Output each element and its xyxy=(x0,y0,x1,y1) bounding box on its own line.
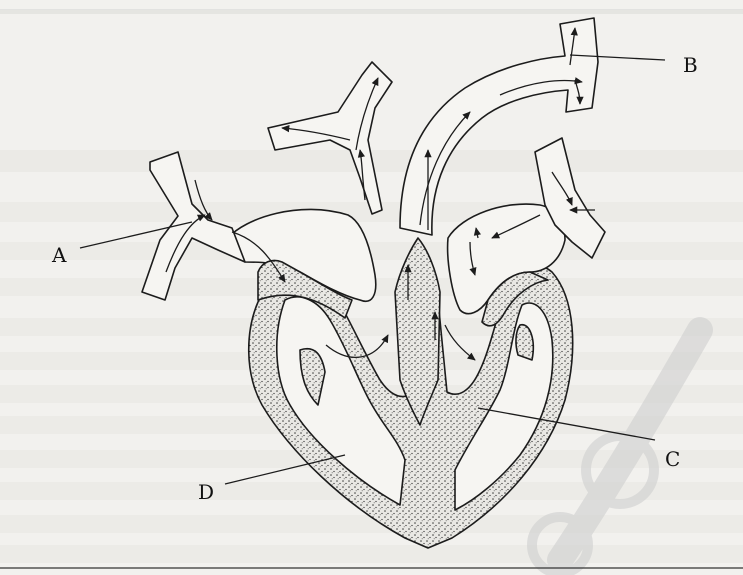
label-b: B xyxy=(683,53,698,77)
label-d: D xyxy=(198,480,214,504)
label-c: C xyxy=(665,447,680,471)
vessel-a xyxy=(142,152,245,300)
upper-left-branch xyxy=(268,62,392,214)
label-a: A xyxy=(51,243,67,267)
